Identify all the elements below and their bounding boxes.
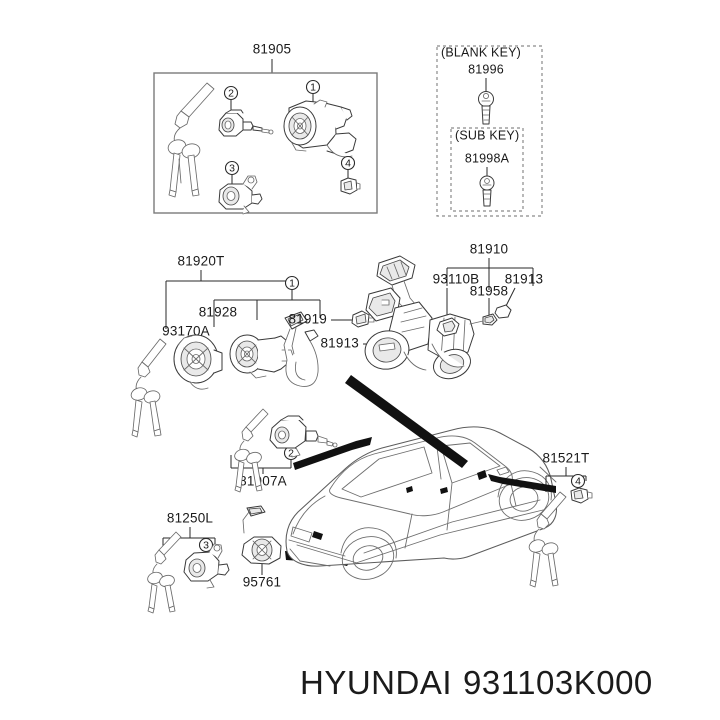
illustration-ignition-assembly-1: [283, 99, 357, 158]
illustration-95761: [241, 505, 282, 565]
label-81907A: 81907A: [239, 474, 287, 489]
illustration-81521T-switch: [570, 487, 593, 504]
dashed-box-sub-key: [450, 127, 524, 212]
illustration-93170A: [173, 334, 223, 390]
label-blank-key-title: (BLANK KEY): [441, 45, 521, 59]
pointer-arrow-roof: [345, 375, 468, 468]
label-81913-right: 81913: [505, 272, 544, 287]
footer-brand: HYUNDAI: [300, 663, 453, 701]
bracket-81910: [446, 258, 534, 290]
label-81928: 81928: [199, 305, 238, 320]
callout-2-group-81905: 2: [218, 85, 274, 137]
bracket-81521T: [545, 467, 587, 492]
callout-4-group-81905: 4: [340, 155, 361, 195]
frame-81905: [153, 72, 378, 214]
illustration-door-lock-3: [218, 175, 263, 215]
illustration-ignition-lock-2: [218, 109, 274, 137]
pointer-arrow-81521T: [488, 474, 556, 493]
illustration-81250L-lock: [183, 543, 230, 589]
illustration-keys-81521T: [528, 491, 567, 588]
callout-circle-4: [340, 155, 356, 171]
illustration-keys-81250L: [147, 531, 182, 614]
bracket-81250L: [162, 527, 216, 552]
dashed-box-blank-key: [436, 45, 543, 217]
label-81910: 81910: [470, 242, 509, 257]
label-81996: 81996: [468, 62, 504, 76]
callout-circle-3: [224, 160, 240, 176]
callout-label-2: 2: [228, 88, 234, 100]
callout-label-3: 3: [229, 163, 235, 175]
callout-label-1b: 1: [289, 278, 295, 290]
callout-label-2b: 2: [288, 448, 294, 460]
group-81905: 81905 2: [153, 42, 378, 215]
label-81998A: 81998A: [465, 151, 510, 165]
bracket-81907A: [230, 455, 292, 474]
label-81919: 81919: [288, 312, 327, 327]
label-81521T: 81521T: [543, 451, 590, 466]
callout-circle-3b: [198, 537, 214, 553]
group-81521T: 81521T 4: [488, 451, 593, 588]
group-key-blanks: (BLANK KEY) 81996 (SUB KEY) 81998A: [436, 45, 543, 217]
callout-label-3b: 3: [203, 540, 209, 552]
illustration-blank-key: [478, 91, 494, 125]
illustration-81910-assembly: [364, 255, 512, 380]
callout-label-4: 4: [345, 158, 351, 170]
label-81958: 81958: [470, 284, 509, 299]
pointer-arrow-81907A: [293, 437, 372, 470]
callout-label-1: 1: [310, 82, 316, 94]
bracket-81920T: [165, 270, 293, 329]
group-81919: 81919: [288, 310, 375, 328]
callout-circle-2: [223, 85, 239, 101]
label-81920T: 81920T: [178, 254, 225, 269]
illustration-sub-key: [479, 175, 495, 207]
label-93110B: 93110B: [433, 272, 480, 287]
label-95761: 95761: [243, 575, 282, 590]
illustration-81928: [229, 334, 294, 379]
callout-circle-1: [305, 79, 321, 95]
footer-part-number: 931103K000: [463, 663, 653, 701]
callout-3-group-81905: 3: [218, 160, 263, 215]
callout-1-group-81905: 1: [283, 79, 357, 158]
callout-label-4b: 4: [575, 476, 581, 488]
label-81905: 81905: [253, 42, 292, 57]
illustration-keys-81920T: [130, 338, 167, 438]
illustration-car: [285, 426, 557, 580]
illustration-81919: [351, 310, 375, 328]
illustration-harness-81920T: [283, 311, 319, 387]
illustration-81907A-lock: [269, 415, 338, 458]
illustration-keys-81907A: [234, 408, 269, 493]
group-81910: 81910 93110B 81958 81913: [364, 242, 544, 380]
label-sub-key-title: (SUB KEY): [455, 128, 519, 142]
bracket-81928-sub: [213, 290, 321, 327]
group-81907A: 81907A 2: [230, 408, 372, 493]
callout-circle-4b: [570, 473, 586, 489]
footer-brand-and-part: HYUNDAI 931103K000: [300, 645, 720, 720]
group-81250L: 81250L 3: [147, 511, 230, 614]
illustration-key-set-81905: [167, 82, 215, 198]
illustration-key-switch-4: [340, 177, 361, 195]
callout-circle-1b: [284, 275, 300, 291]
label-81250L: 81250L: [167, 511, 214, 526]
label-81913-left: 81913: [320, 336, 359, 351]
footer-bar: HYUNDAI 931103K000: [0, 645, 720, 720]
group-81920T: 81920T 1 81928 93170A: [130, 254, 321, 438]
